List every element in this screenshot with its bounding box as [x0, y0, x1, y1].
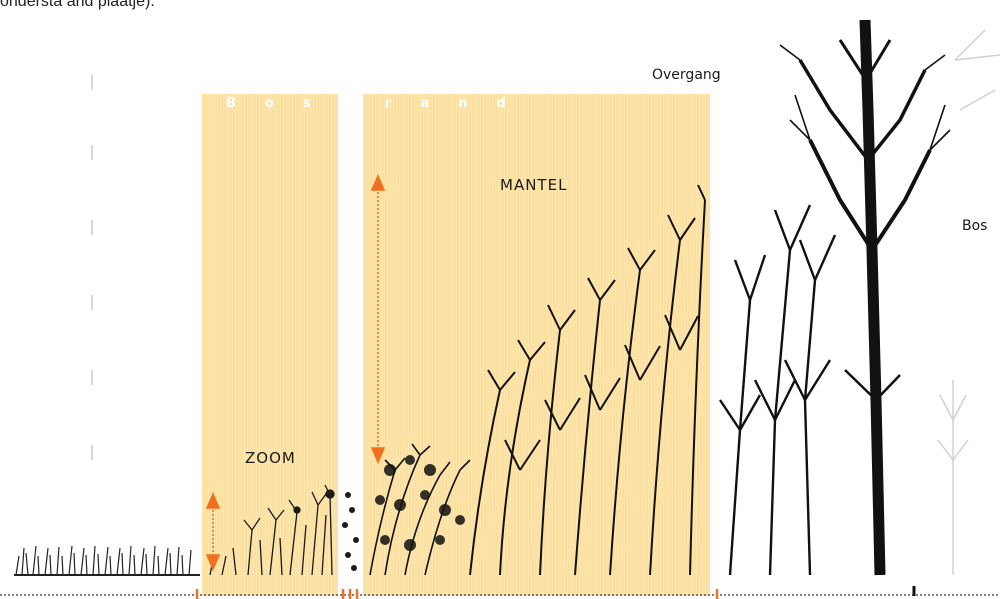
mantel-low-foliage: [375, 455, 465, 551]
faint-forest-tree: [938, 30, 1000, 575]
forest-big-tree: [780, 20, 950, 575]
gap-shrub: [342, 492, 359, 571]
mantel-tall-shrubs: [470, 185, 705, 575]
zoom-label: ZOOM: [245, 449, 296, 467]
mantel-label: MANTEL: [500, 176, 567, 194]
boundary-ticks: [197, 589, 717, 599]
mantel-low-shrubs: [370, 444, 470, 575]
zoom-herbs: [210, 485, 334, 575]
overgang-label: Overgang: [652, 67, 721, 83]
grass-strip: [14, 546, 200, 575]
overgang-trees: [720, 205, 835, 575]
bos-label: Bos: [962, 218, 987, 234]
